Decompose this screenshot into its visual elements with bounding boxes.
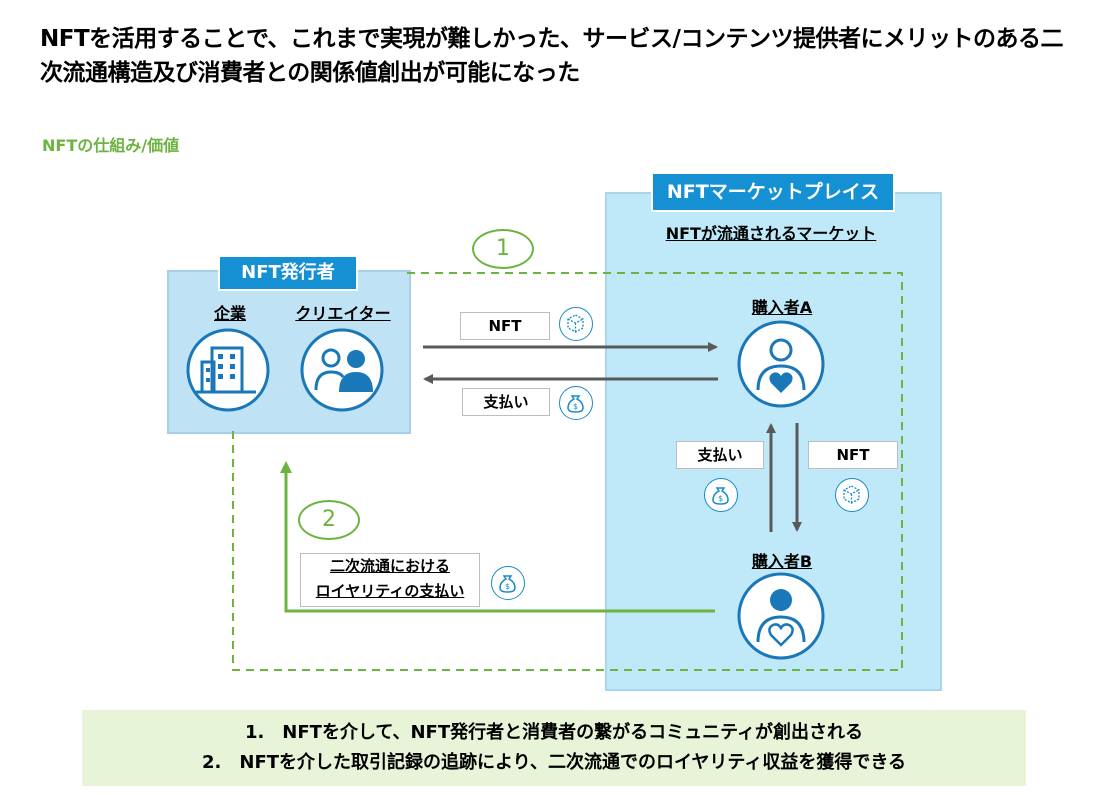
cube-icon xyxy=(835,478,869,512)
summary-footer: 1. NFTを介して、NFT発行者と消費者の繋がるコミュニティが創出される 2.… xyxy=(82,710,1026,786)
nft-tag-side: NFT xyxy=(808,441,898,469)
company-label: 企業 xyxy=(213,304,246,323)
royalty-line-2: ロイヤリティの支払い xyxy=(315,582,465,600)
summary-line-1: 1. NFTを介して、NFT発行者と消費者の繋がるコミュニティが創出される xyxy=(244,722,864,743)
marketplace-label: NFTマーケットプレイス xyxy=(651,172,895,212)
royalty-label-box: 二次流通における ロイヤリティの支払い xyxy=(300,553,480,607)
money-bag-icon: $ xyxy=(704,478,738,512)
issuer-label: NFT発行者 xyxy=(218,255,358,291)
person-heart-icon xyxy=(737,320,825,408)
community-loop-dashed xyxy=(232,272,903,671)
nft-tag-top: NFT xyxy=(460,312,550,340)
summary-line-2: 2. NFTを介した取引記録の追跡により、二次流通でのロイヤリティ収益を獲得でき… xyxy=(202,752,906,773)
svg-text:$: $ xyxy=(573,402,578,411)
payment-tag-side: 支払い xyxy=(676,441,764,469)
royalty-arrow xyxy=(280,461,715,613)
section-subtitle: NFTの仕組み/価値 xyxy=(42,136,180,155)
money-bag-icon: $ xyxy=(491,566,525,600)
creator-label: クリエイター xyxy=(295,304,391,323)
person-heart-outline-icon xyxy=(737,572,825,660)
svg-text:$: $ xyxy=(505,582,510,591)
royalty-line-1: 二次流通における xyxy=(329,557,450,575)
buyer-b-label: 購入者B xyxy=(751,552,813,571)
svg-text:$: $ xyxy=(718,494,723,503)
cube-icon xyxy=(559,307,593,341)
money-bag-icon: $ xyxy=(559,386,593,420)
buyer-a-label: 購入者A xyxy=(751,298,813,317)
people-icon xyxy=(300,328,384,412)
building-icon xyxy=(186,328,270,412)
marker-1: 1 xyxy=(472,229,534,269)
payment-tag-top: 支払い xyxy=(462,388,550,416)
page-title: NFTを活用することで、これまで実現が難しかった、サービス/コンテンツ提供者にメ… xyxy=(40,26,1063,86)
marker-2: 2 xyxy=(298,500,360,540)
marketplace-caption: NFTが流通されるマーケット xyxy=(665,224,877,243)
